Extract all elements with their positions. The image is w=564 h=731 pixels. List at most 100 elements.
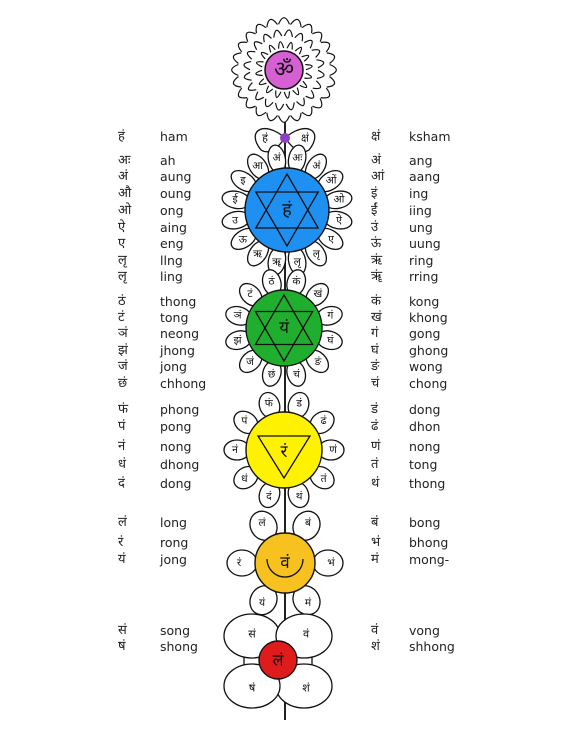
devanagari-syllable: उं (371, 220, 379, 235)
romanized-syllable: aang (409, 169, 441, 184)
devanagari-syllable: क्षं (371, 129, 381, 144)
devanagari-syllable: ओ (118, 203, 132, 218)
crown-petal (266, 18, 278, 28)
petal-label: लं (258, 517, 266, 529)
romanized-syllable: dong (160, 476, 192, 491)
petal-label: ऋ (253, 248, 263, 260)
devanagari-syllable: ञं (118, 326, 128, 341)
petal-label: खं (314, 288, 323, 300)
petal-label: आ (252, 160, 263, 172)
romanized-syllable: chong (409, 376, 448, 391)
romanized-syllable: thong (409, 476, 446, 491)
devanagari-syllable: हं (118, 129, 125, 144)
triangle-up (254, 172, 320, 229)
petal-label: षं (249, 682, 256, 695)
devanagari-syllable: आं (371, 169, 385, 184)
crown-petal (316, 59, 325, 69)
petal-label: अं (273, 152, 282, 164)
petal-label: गं (327, 310, 334, 322)
crown-chakra: ॐ (231, 17, 337, 123)
crown-petal (301, 23, 313, 34)
crown-petal (245, 98, 256, 109)
crown-petal (263, 33, 272, 43)
crown-petal (286, 41, 293, 50)
heart-seed: यं (279, 318, 290, 338)
crown-petal (255, 69, 263, 77)
petal-label: कं (292, 276, 301, 288)
romanized-syllable: ling (160, 269, 183, 284)
petal-label: ठं (269, 276, 276, 288)
crown-petal (247, 82, 257, 91)
romanized-syllable: ong (160, 203, 184, 218)
petal-label: लृ (313, 248, 321, 260)
romanized-syllable: ham (160, 129, 188, 144)
romanized-syllable: phong (160, 402, 200, 417)
crown-petal (296, 97, 305, 107)
devanagari-syllable: ऋं (371, 253, 383, 268)
petal-label: बं (305, 517, 312, 529)
crown-petal (255, 106, 267, 117)
crown-petal (243, 71, 252, 81)
devanagari-syllable: ठं (118, 294, 126, 309)
heart-chakra: यंठंकंखंगंघंङंचंछंजंझंञंटं (225, 269, 343, 387)
romanized-syllable: aung (160, 169, 192, 184)
petal-label: डं (295, 397, 302, 409)
romanized-syllable: gong (409, 326, 441, 341)
throat-seed: हं (282, 200, 292, 221)
petal-label: ङं (314, 356, 322, 368)
romanized-syllable: uung (409, 236, 441, 251)
devanagari-syllable: गं (371, 326, 379, 341)
crown-petal (305, 89, 315, 99)
petal-label: सं (248, 628, 256, 641)
crown-petal (326, 76, 336, 88)
petal-label: अः (292, 152, 303, 164)
petal-label: चं (293, 368, 300, 380)
romanized-syllable: shong (160, 639, 198, 654)
devanagari-syllable: नं (118, 439, 126, 454)
third-eye-petal-right (284, 128, 316, 153)
devanagari-syllable: धं (118, 457, 126, 472)
petal-label: ई (232, 193, 238, 206)
romanized-syllable: ung (409, 220, 433, 235)
devanagari-syllable: ईं (371, 203, 378, 218)
crown-petal (301, 54, 310, 62)
petal-label: हं (262, 132, 268, 145)
root-seed: लं (273, 651, 285, 670)
crown-petal (277, 115, 291, 123)
devanagari-syllable: बं (371, 515, 379, 530)
devanagari-syllable: ए (118, 236, 126, 251)
crown-petal (290, 112, 302, 122)
crown-petal (277, 41, 285, 49)
devanagari-syllable: टं (118, 310, 125, 325)
devanagari-syllable: मं (371, 552, 379, 567)
triangle-down (254, 310, 314, 363)
romanized-syllable: song (160, 623, 191, 638)
crescent-moon (266, 558, 304, 578)
crown-petal (290, 18, 302, 28)
crown-petal (320, 41, 331, 53)
petal-label: ढं (321, 415, 328, 427)
solar-disc (245, 411, 323, 489)
devanagari-syllable: फं (118, 402, 129, 417)
devanagari-syllable: दं (118, 476, 125, 491)
devanagari-syllable: तं (371, 457, 379, 472)
crown-petal (299, 80, 308, 89)
romanized-syllable: wong (409, 359, 443, 374)
sacral-disc (254, 532, 316, 594)
devanagari-syllable: षं (118, 639, 126, 654)
root-disc (258, 640, 298, 680)
devanagari-syllable: अं (118, 169, 128, 184)
petal-label: झं (234, 334, 243, 346)
petal-label: इ (240, 175, 246, 187)
romanized-syllable: tong (409, 457, 438, 472)
romanized-syllable: rong (160, 535, 189, 550)
petal-label: दं (266, 491, 272, 503)
devanagari-syllable: णं (371, 439, 381, 454)
solar-seed: रं (281, 442, 289, 462)
romanized-syllable: shhong (409, 639, 455, 654)
romanized-syllable: ah (160, 153, 176, 168)
romanized-syllable: tong (160, 310, 189, 325)
devanagari-syllable: भं (371, 535, 381, 550)
devanagari-syllable: छं (118, 376, 128, 391)
crown-petal (312, 31, 323, 42)
